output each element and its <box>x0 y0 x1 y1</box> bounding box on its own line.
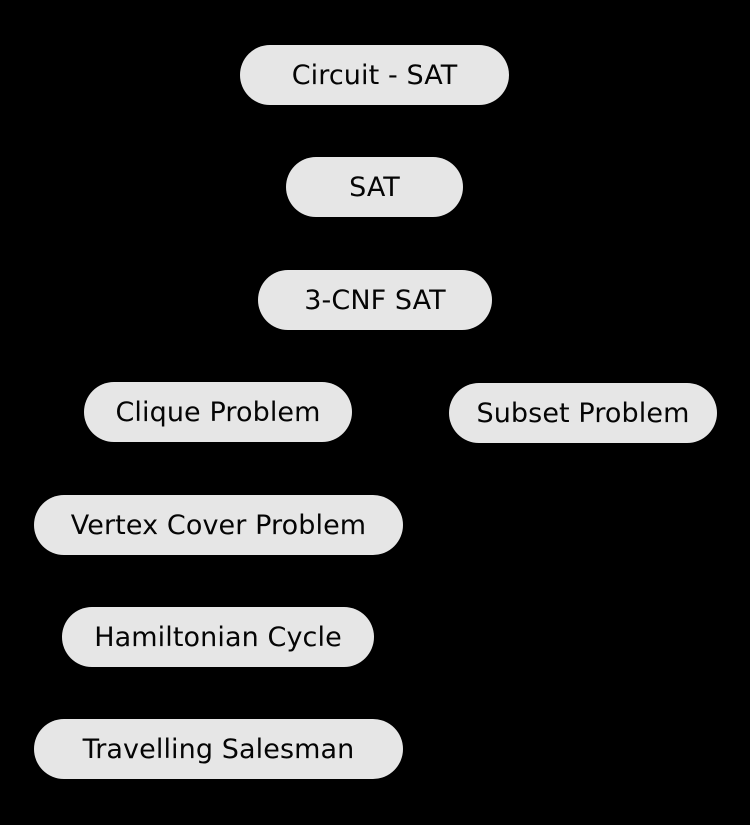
node-label-subset-problem: Subset Problem <box>476 397 690 429</box>
node-label-circuit-sat: Circuit - SAT <box>291 59 458 91</box>
node-clique-problem[interactable]: Clique Problem <box>84 382 352 442</box>
node-travelling-salesman[interactable]: Travelling Salesman <box>34 719 403 779</box>
node-label-3cnf-sat: 3-CNF SAT <box>304 284 446 316</box>
node-label-clique-problem: Clique Problem <box>115 396 321 428</box>
node-label-hamiltonian-cycle: Hamiltonian Cycle <box>94 621 342 653</box>
node-3cnf-sat[interactable]: 3-CNF SAT <box>258 270 492 330</box>
node-label-vertex-cover-problem: Vertex Cover Problem <box>70 509 367 541</box>
node-vertex-cover-problem[interactable]: Vertex Cover Problem <box>34 495 403 555</box>
node-label-travelling-salesman: Travelling Salesman <box>82 733 355 765</box>
node-circuit-sat[interactable]: Circuit - SAT <box>240 45 509 105</box>
node-sat[interactable]: SAT <box>286 157 463 217</box>
node-hamiltonian-cycle[interactable]: Hamiltonian Cycle <box>62 607 374 667</box>
node-subset-problem[interactable]: Subset Problem <box>449 383 717 443</box>
node-label-sat: SAT <box>349 171 400 203</box>
